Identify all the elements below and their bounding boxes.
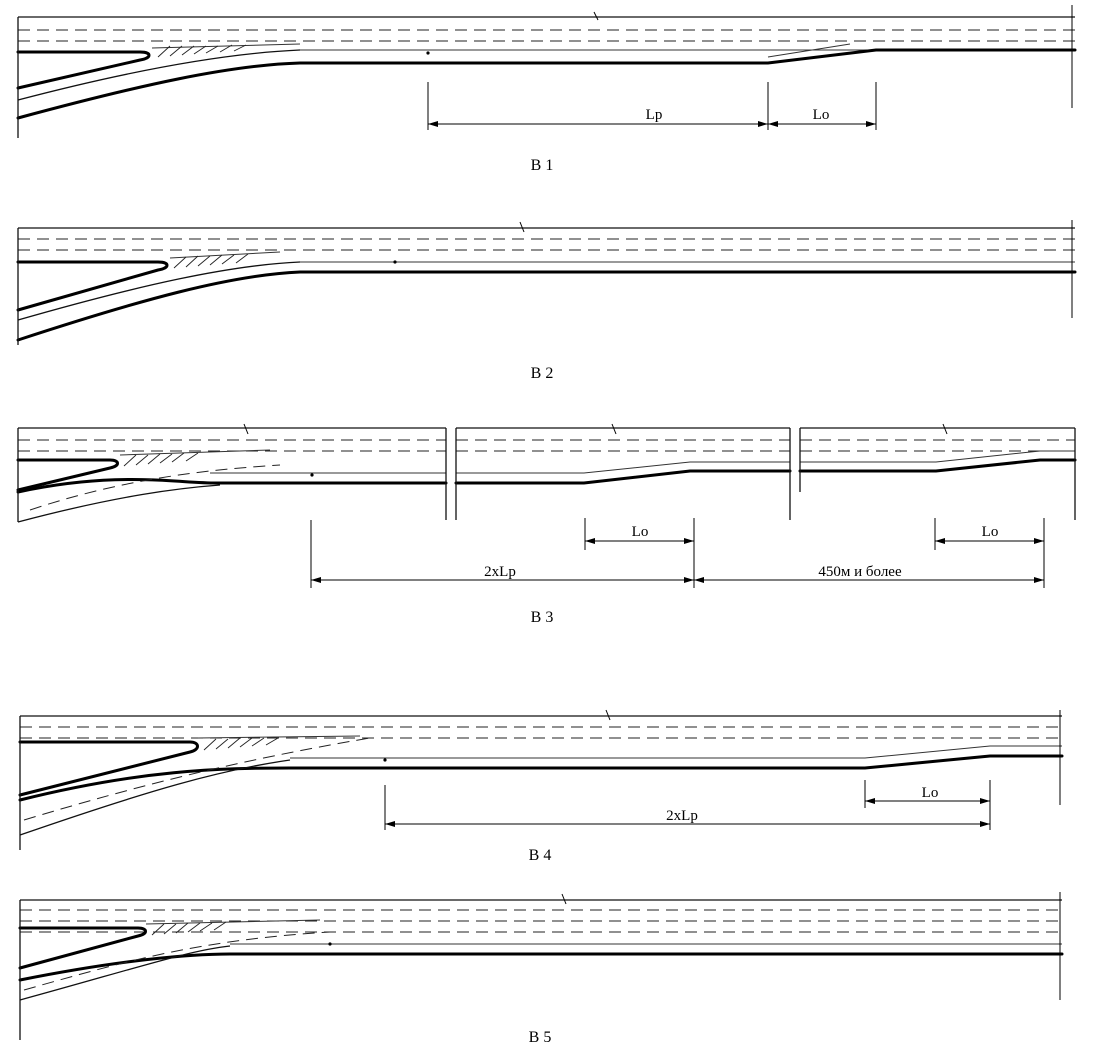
panel-b3: Lo Lo 2xLp 450м и более В 3: [16, 423, 1077, 626]
gore-hatching: [151, 921, 227, 936]
panel-b5: В 5: [18, 892, 1064, 1046]
dimension-lp: Lp: [646, 107, 663, 123]
dimension-lo-1: Lo: [632, 524, 649, 540]
dimension-lo: Lo: [922, 785, 939, 801]
dimension-lo: Lo: [813, 107, 830, 123]
caption-b3: В 3: [531, 609, 554, 626]
gore-hatching: [173, 253, 249, 269]
dimension-450m: 450м и более: [818, 564, 902, 580]
gore-hatching: [203, 737, 279, 751]
caption-b4: В 4: [529, 847, 552, 864]
panel-b4: Lo 2xLp В 4: [18, 709, 1064, 864]
caption-b2: В 2: [531, 365, 554, 382]
gore-hatching: [157, 44, 247, 58]
caption-b1: В 1: [531, 157, 554, 174]
caption-b5: В 5: [529, 1029, 552, 1046]
dimension-2xlp: 2xLp: [666, 808, 698, 824]
dimension-2xlp: 2xLp: [484, 564, 516, 580]
dimension-lo-2: Lo: [982, 524, 999, 540]
panel-b1: Lp Lo В 1: [16, 5, 1077, 174]
gore-hatching: [123, 452, 199, 467]
panel-b2: В 2: [16, 220, 1077, 382]
